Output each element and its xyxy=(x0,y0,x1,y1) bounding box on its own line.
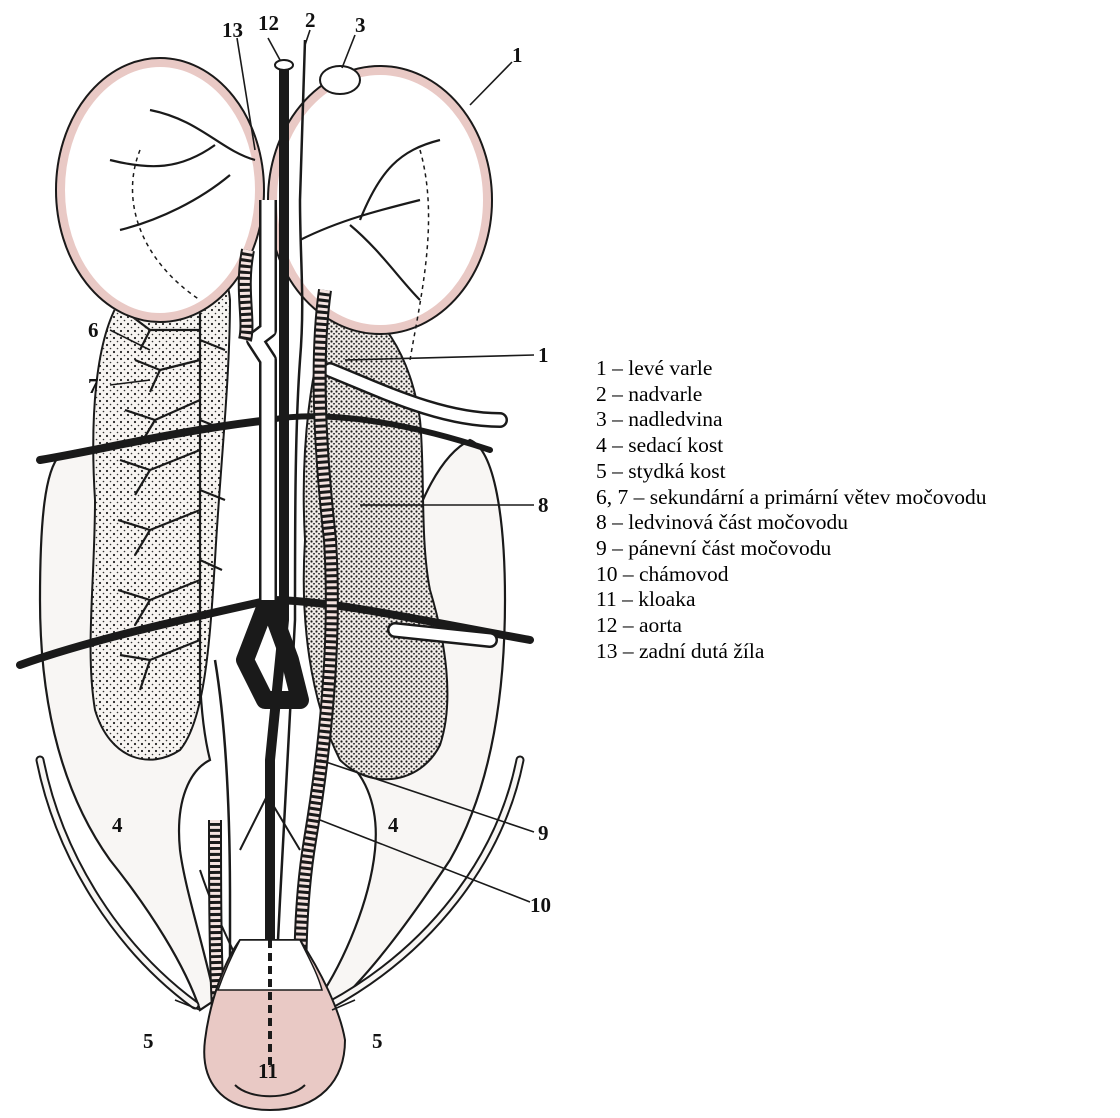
callout-9: 9 xyxy=(538,821,549,845)
legend-item: 3 – nadledvina xyxy=(596,407,987,433)
callout-6: 6 xyxy=(88,318,99,342)
legend-item: 6, 7 – sekundární a primární větev močov… xyxy=(596,485,987,511)
callout-4-right: 4 xyxy=(388,813,399,837)
callout-5-left: 5 xyxy=(143,1029,154,1053)
legend-item: 9 – pánevní část močovodu xyxy=(596,536,987,562)
testis-right xyxy=(60,62,260,318)
callout-8: 8 xyxy=(538,493,549,517)
anatomical-diagram: 1 1 2 3 4 4 5 5 6 7 8 9 10 11 12 13 xyxy=(0,0,580,1118)
callout-5-right: 5 xyxy=(372,1029,383,1053)
callout-2: 2 xyxy=(305,8,316,32)
legend-item: 12 – aorta xyxy=(596,613,987,639)
callout-3: 3 xyxy=(355,13,366,37)
testis-left xyxy=(272,70,488,330)
legend-item: 5 – stydká kost xyxy=(596,459,987,485)
adrenal-gland xyxy=(320,66,360,94)
callout-7: 7 xyxy=(88,374,99,398)
legend-item: 8 – ledvinová část močovodu xyxy=(596,510,987,536)
callout-1-top: 1 xyxy=(512,43,523,67)
legend: 1 – levé varle 2 – nadvarle 3 – nadledvi… xyxy=(596,356,987,664)
legend-item: 2 – nadvarle xyxy=(596,382,987,408)
callout-12: 12 xyxy=(258,11,279,35)
legend-item: 4 – sedací kost xyxy=(596,433,987,459)
legend-item: 13 – zadní dutá žíla xyxy=(596,639,987,665)
legend-item: 1 – levé varle xyxy=(596,356,987,382)
callout-11: 11 xyxy=(258,1059,278,1083)
callout-13: 13 xyxy=(222,18,243,42)
legend-item: 11 – kloaka xyxy=(596,587,987,613)
legend-item: 10 – chámovod xyxy=(596,562,987,588)
callout-10: 10 xyxy=(530,893,551,917)
callout-4-left: 4 xyxy=(112,813,123,837)
callout-1-mid: 1 xyxy=(538,343,549,367)
